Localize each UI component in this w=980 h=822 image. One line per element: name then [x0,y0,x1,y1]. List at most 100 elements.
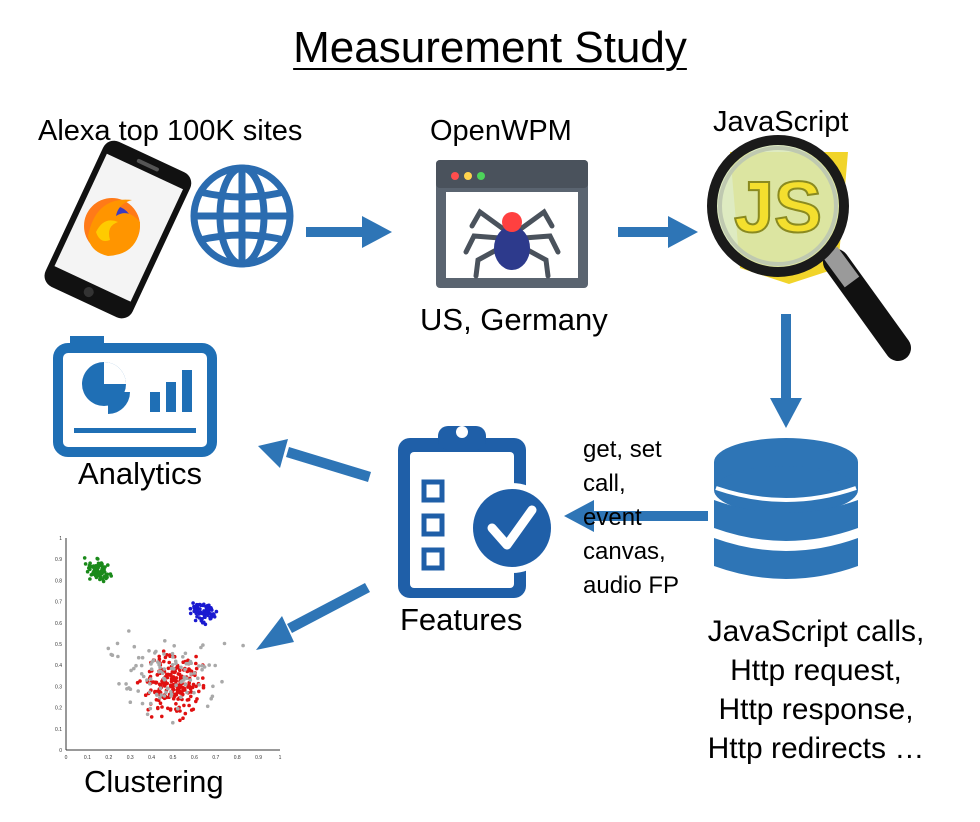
scatter-point [160,714,164,719]
javascript-label: JavaScript [713,106,849,138]
scatter-point [171,687,176,692]
scatter-point [181,716,185,720]
scatter-point [205,704,210,709]
scatter-point [109,574,113,578]
scatter-point [160,671,165,675]
scatter-point [147,690,152,694]
scatter-x-tick: 0.1 [84,755,91,761]
scatter-point [132,666,136,671]
scatter-point [185,676,189,681]
sites-label: Alexa top 100K sites [38,115,303,147]
scatter-point [204,611,208,616]
scatter-ticks: 000.10.10.20.20.30.30.40.40.50.50.60.60.… [55,536,282,761]
javascript-magnifier-icon: JS [707,135,911,361]
scatter-point [209,614,214,619]
feature-type-item: call, [583,470,626,497]
scatter-point [176,697,180,701]
scatter-point [154,649,158,654]
scatter-point [178,674,183,679]
scatter-point [92,566,96,570]
scatter-point [138,679,142,683]
scatter-point [93,573,98,578]
scatter-point [157,654,161,659]
scatter-point [195,614,199,619]
feature-type-item: event [583,504,642,531]
scatter-point [172,670,177,675]
scatter-point [157,690,161,694]
scatter-point [196,676,200,681]
scatter-point [147,649,151,653]
scatter-point [188,668,192,672]
scatter-point [136,655,141,660]
scatter-point [205,606,210,610]
scatter-point [176,689,180,694]
scatter-x-tick: 0.6 [191,755,198,761]
scatter-point [189,694,193,699]
scatter-point [166,666,171,671]
scatter-point [166,672,171,677]
scatter-point [167,660,171,665]
scatter-point [194,611,198,616]
firefox-icon [84,198,140,256]
scatter-point [82,556,87,560]
scatter-point [211,684,215,689]
scatter-point [160,705,164,709]
collected-data-item: JavaScript calls, [707,615,925,648]
collected-data-item: Http response, [718,693,914,726]
scatter-point [186,697,191,702]
scatter-point [101,569,106,573]
globe-icon [190,164,294,268]
scatter-point [195,697,199,701]
scatter-point [158,665,162,670]
scatter-point [88,561,92,565]
arrow-crawler-to-javascript [618,216,698,248]
scatter-point [183,711,188,716]
scatter-point [174,702,178,706]
scatter-point [128,687,133,691]
scatter-point [174,661,178,666]
scatter-point [170,651,175,656]
scatter-point [199,603,203,607]
scatter-point [182,678,186,682]
scatter-point [183,651,188,656]
scatter-point [222,641,227,646]
scatter-point [207,663,211,667]
scatter-point [176,686,180,690]
scatter-point [157,662,161,667]
clipboard-checklist-icon [398,426,557,598]
scatter-point [105,575,109,580]
scatter-point [124,682,128,686]
scatter-point [134,663,138,668]
scatter-point [159,693,163,697]
arrow-javascript-to-database [770,314,802,428]
arrow-database-to-features [564,500,708,532]
scatter-point [128,700,133,704]
collected-data-item: Http request, [730,654,902,687]
scatter-point [178,718,182,723]
clustering-label: Clustering [84,764,224,799]
scatter-point [192,604,196,609]
scatter-point [143,693,148,697]
scatter-point [106,563,110,567]
scatter-point [165,686,170,690]
scatter-points [82,556,245,725]
scatter-point [127,629,131,633]
scatter-point [194,666,199,671]
scatter-point [156,706,160,711]
scatter-point [188,678,193,682]
scatter-point [220,679,224,684]
scatter-point [165,653,169,657]
scatter-point [194,654,198,659]
scatter-point [164,690,168,695]
scatter-point [197,689,201,694]
scatter-point [170,663,175,667]
scatter-point [157,670,161,674]
scatter-point [188,611,193,616]
clustering-scatter-plot: 000.10.10.20.20.30.30.40.40.50.50.60.60.… [55,536,282,761]
scatter-point [170,683,175,688]
feature-type-item: get, set [583,436,662,463]
scatter-point [116,654,120,659]
scatter-y-tick: 0.9 [55,557,62,563]
scatter-point [209,696,213,701]
scatter-point [201,676,205,680]
